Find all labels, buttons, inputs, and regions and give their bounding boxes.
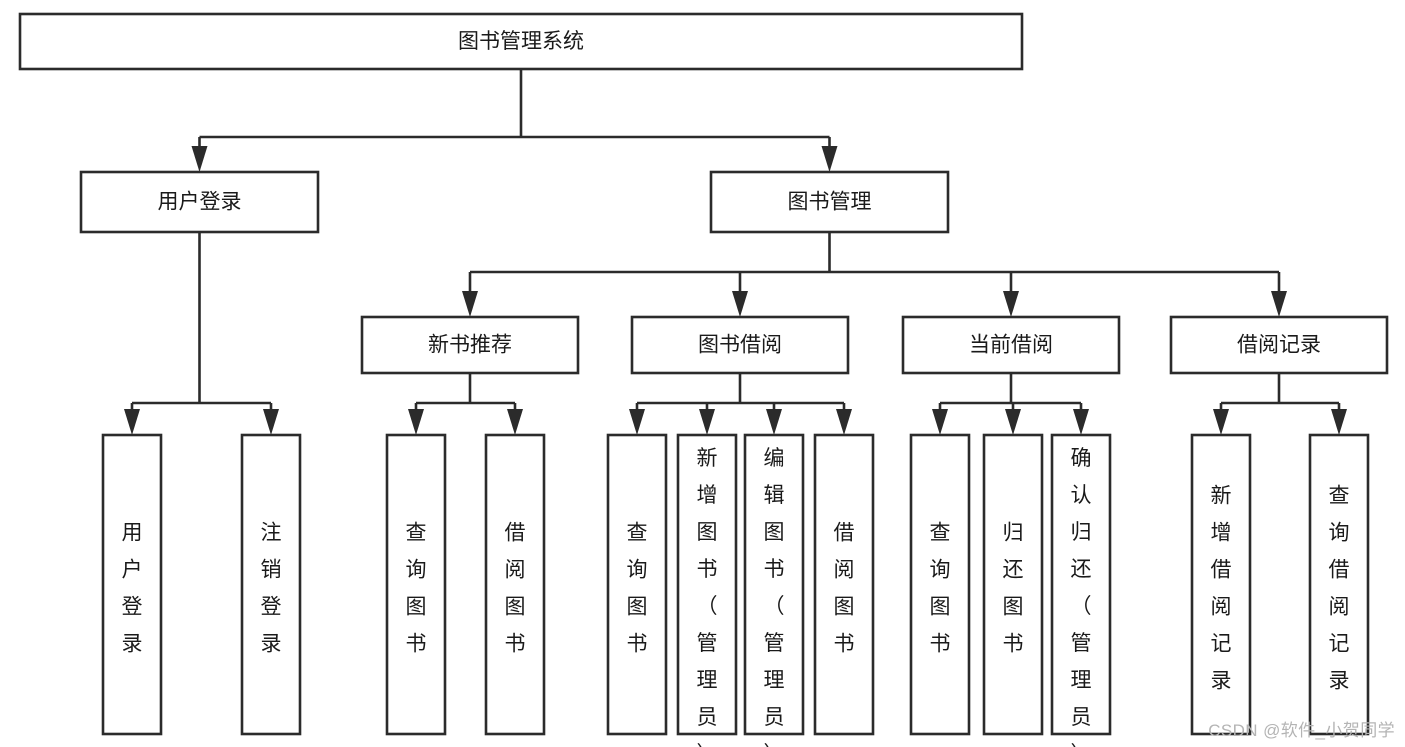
edge-group-borrow-record xyxy=(1213,373,1347,435)
arrow-head-icon xyxy=(1005,409,1021,435)
node-new-book-rec[interactable]: 新书推荐 xyxy=(360,315,580,375)
node-label-leaf-query-book-3: 查询图书 xyxy=(930,521,951,655)
node-box-leaf-edit-book[interactable] xyxy=(743,433,805,736)
edge-group-current-borrow xyxy=(932,373,1089,435)
node-user-login[interactable]: 用户登录 xyxy=(79,170,320,234)
arrow-head-icon xyxy=(191,146,208,172)
node-box-leaf-add-record[interactable] xyxy=(1190,433,1252,736)
node-label-new-book-rec: 新书推荐 xyxy=(428,334,512,357)
node-box-leaf-query-book-1[interactable] xyxy=(385,433,447,736)
node-box-current-borrow[interactable] xyxy=(901,315,1121,375)
arrow-head-icon xyxy=(821,146,838,172)
edge-group-root xyxy=(191,69,838,172)
arrow-head-icon xyxy=(1213,409,1229,435)
arrow-head-icon xyxy=(629,409,645,435)
node-box-leaf-logout[interactable] xyxy=(240,433,302,736)
node-box-leaf-user-login[interactable] xyxy=(101,433,163,736)
arrow-head-icon xyxy=(507,409,523,435)
node-leaf-return-book[interactable]: 归还图书 xyxy=(982,433,1044,736)
arrow-head-icon xyxy=(1003,291,1019,317)
node-label-leaf-borrow-book-1: 借阅图书 xyxy=(505,521,526,655)
node-leaf-borrow-book-1[interactable]: 借阅图书 xyxy=(484,433,546,736)
node-box-leaf-query-record[interactable] xyxy=(1308,433,1370,736)
arrow-head-icon xyxy=(932,409,948,435)
node-leaf-logout[interactable]: 注销登录 xyxy=(240,433,302,736)
edge-group-new-book-rec xyxy=(408,373,523,435)
edges-layer xyxy=(124,69,1347,435)
edge-group-user-login xyxy=(124,232,279,435)
node-current-borrow[interactable]: 当前借阅 xyxy=(901,315,1121,375)
node-leaf-query-record[interactable]: 查询借阅记录 xyxy=(1308,433,1370,736)
arrow-head-icon xyxy=(408,409,424,435)
edge-group-book-manage xyxy=(462,232,1287,317)
node-leaf-confirm-return[interactable]: 确认归还（管理员） xyxy=(1050,433,1112,747)
node-book-borrow[interactable]: 图书借阅 xyxy=(630,315,850,375)
node-box-leaf-query-book-3[interactable] xyxy=(909,433,971,736)
node-leaf-borrow-book-2[interactable]: 借阅图书 xyxy=(813,433,875,736)
node-label-leaf-add-record: 新增借阅记录 xyxy=(1211,484,1232,692)
node-box-root[interactable] xyxy=(18,12,1024,71)
node-box-user-login[interactable] xyxy=(79,170,320,234)
arrow-head-icon xyxy=(462,291,478,317)
arrow-head-icon xyxy=(699,409,715,435)
edge-group-book-borrow xyxy=(629,373,852,435)
arrow-head-icon xyxy=(836,409,852,435)
node-leaf-edit-book[interactable]: 编辑图书（管理员） xyxy=(743,433,805,747)
node-label-leaf-logout: 注销登录 xyxy=(261,521,282,655)
node-box-book-borrow[interactable] xyxy=(630,315,850,375)
node-label-leaf-confirm-return: 确认归还（管理员） xyxy=(1071,447,1092,747)
node-label-current-borrow: 当前借阅 xyxy=(969,334,1053,357)
arrow-head-icon xyxy=(1073,409,1089,435)
node-label-leaf-add-book: 新增图书（管理员） xyxy=(697,447,718,747)
csdn-watermark: CSDN @软件_小贺同学 xyxy=(1208,721,1395,740)
arrow-head-icon xyxy=(124,409,140,435)
node-label-leaf-query-book-1: 查询图书 xyxy=(406,521,427,655)
node-leaf-add-record[interactable]: 新增借阅记录 xyxy=(1190,433,1252,736)
node-box-leaf-confirm-return[interactable] xyxy=(1050,433,1112,736)
node-label-leaf-borrow-book-2: 借阅图书 xyxy=(834,521,855,655)
node-label-leaf-user-login: 用户登录 xyxy=(122,521,143,655)
node-borrow-record[interactable]: 借阅记录 xyxy=(1169,315,1389,375)
node-root[interactable]: 图书管理系统 xyxy=(18,12,1024,71)
node-label-root: 图书管理系统 xyxy=(458,30,584,53)
node-box-borrow-record[interactable] xyxy=(1169,315,1389,375)
node-label-borrow-record: 借阅记录 xyxy=(1237,334,1321,357)
node-box-leaf-borrow-book-2[interactable] xyxy=(813,433,875,736)
node-leaf-query-book-2[interactable]: 查询图书 xyxy=(606,433,668,736)
nodes-layer: 图书管理系统用户登录图书管理新书推荐图书借阅当前借阅借阅记录用户登录注销登录查询… xyxy=(18,12,1389,747)
node-leaf-user-login[interactable]: 用户登录 xyxy=(101,433,163,736)
node-label-user-login: 用户登录 xyxy=(158,191,242,214)
node-label-leaf-return-book: 归还图书 xyxy=(1003,521,1024,655)
arrow-head-icon xyxy=(766,409,782,435)
arrow-head-icon xyxy=(263,409,279,435)
node-box-leaf-return-book[interactable] xyxy=(982,433,1044,736)
node-box-leaf-borrow-book-1[interactable] xyxy=(484,433,546,736)
node-box-book-manage[interactable] xyxy=(709,170,950,234)
node-box-leaf-query-book-2[interactable] xyxy=(606,433,668,736)
node-leaf-query-book-1[interactable]: 查询图书 xyxy=(385,433,447,736)
node-leaf-add-book[interactable]: 新增图书（管理员） xyxy=(676,433,738,747)
node-label-book-manage: 图书管理 xyxy=(788,191,872,214)
node-label-leaf-edit-book: 编辑图书（管理员） xyxy=(764,447,785,747)
node-label-book-borrow: 图书借阅 xyxy=(698,334,782,357)
node-leaf-query-book-3[interactable]: 查询图书 xyxy=(909,433,971,736)
arrow-head-icon xyxy=(732,291,748,317)
node-box-new-book-rec[interactable] xyxy=(360,315,580,375)
node-book-manage[interactable]: 图书管理 xyxy=(709,170,950,234)
arrow-head-icon xyxy=(1271,291,1287,317)
node-box-leaf-add-book[interactable] xyxy=(676,433,738,736)
node-label-leaf-query-book-2: 查询图书 xyxy=(627,521,648,655)
arrow-head-icon xyxy=(1331,409,1347,435)
node-label-leaf-query-record: 查询借阅记录 xyxy=(1329,484,1350,692)
